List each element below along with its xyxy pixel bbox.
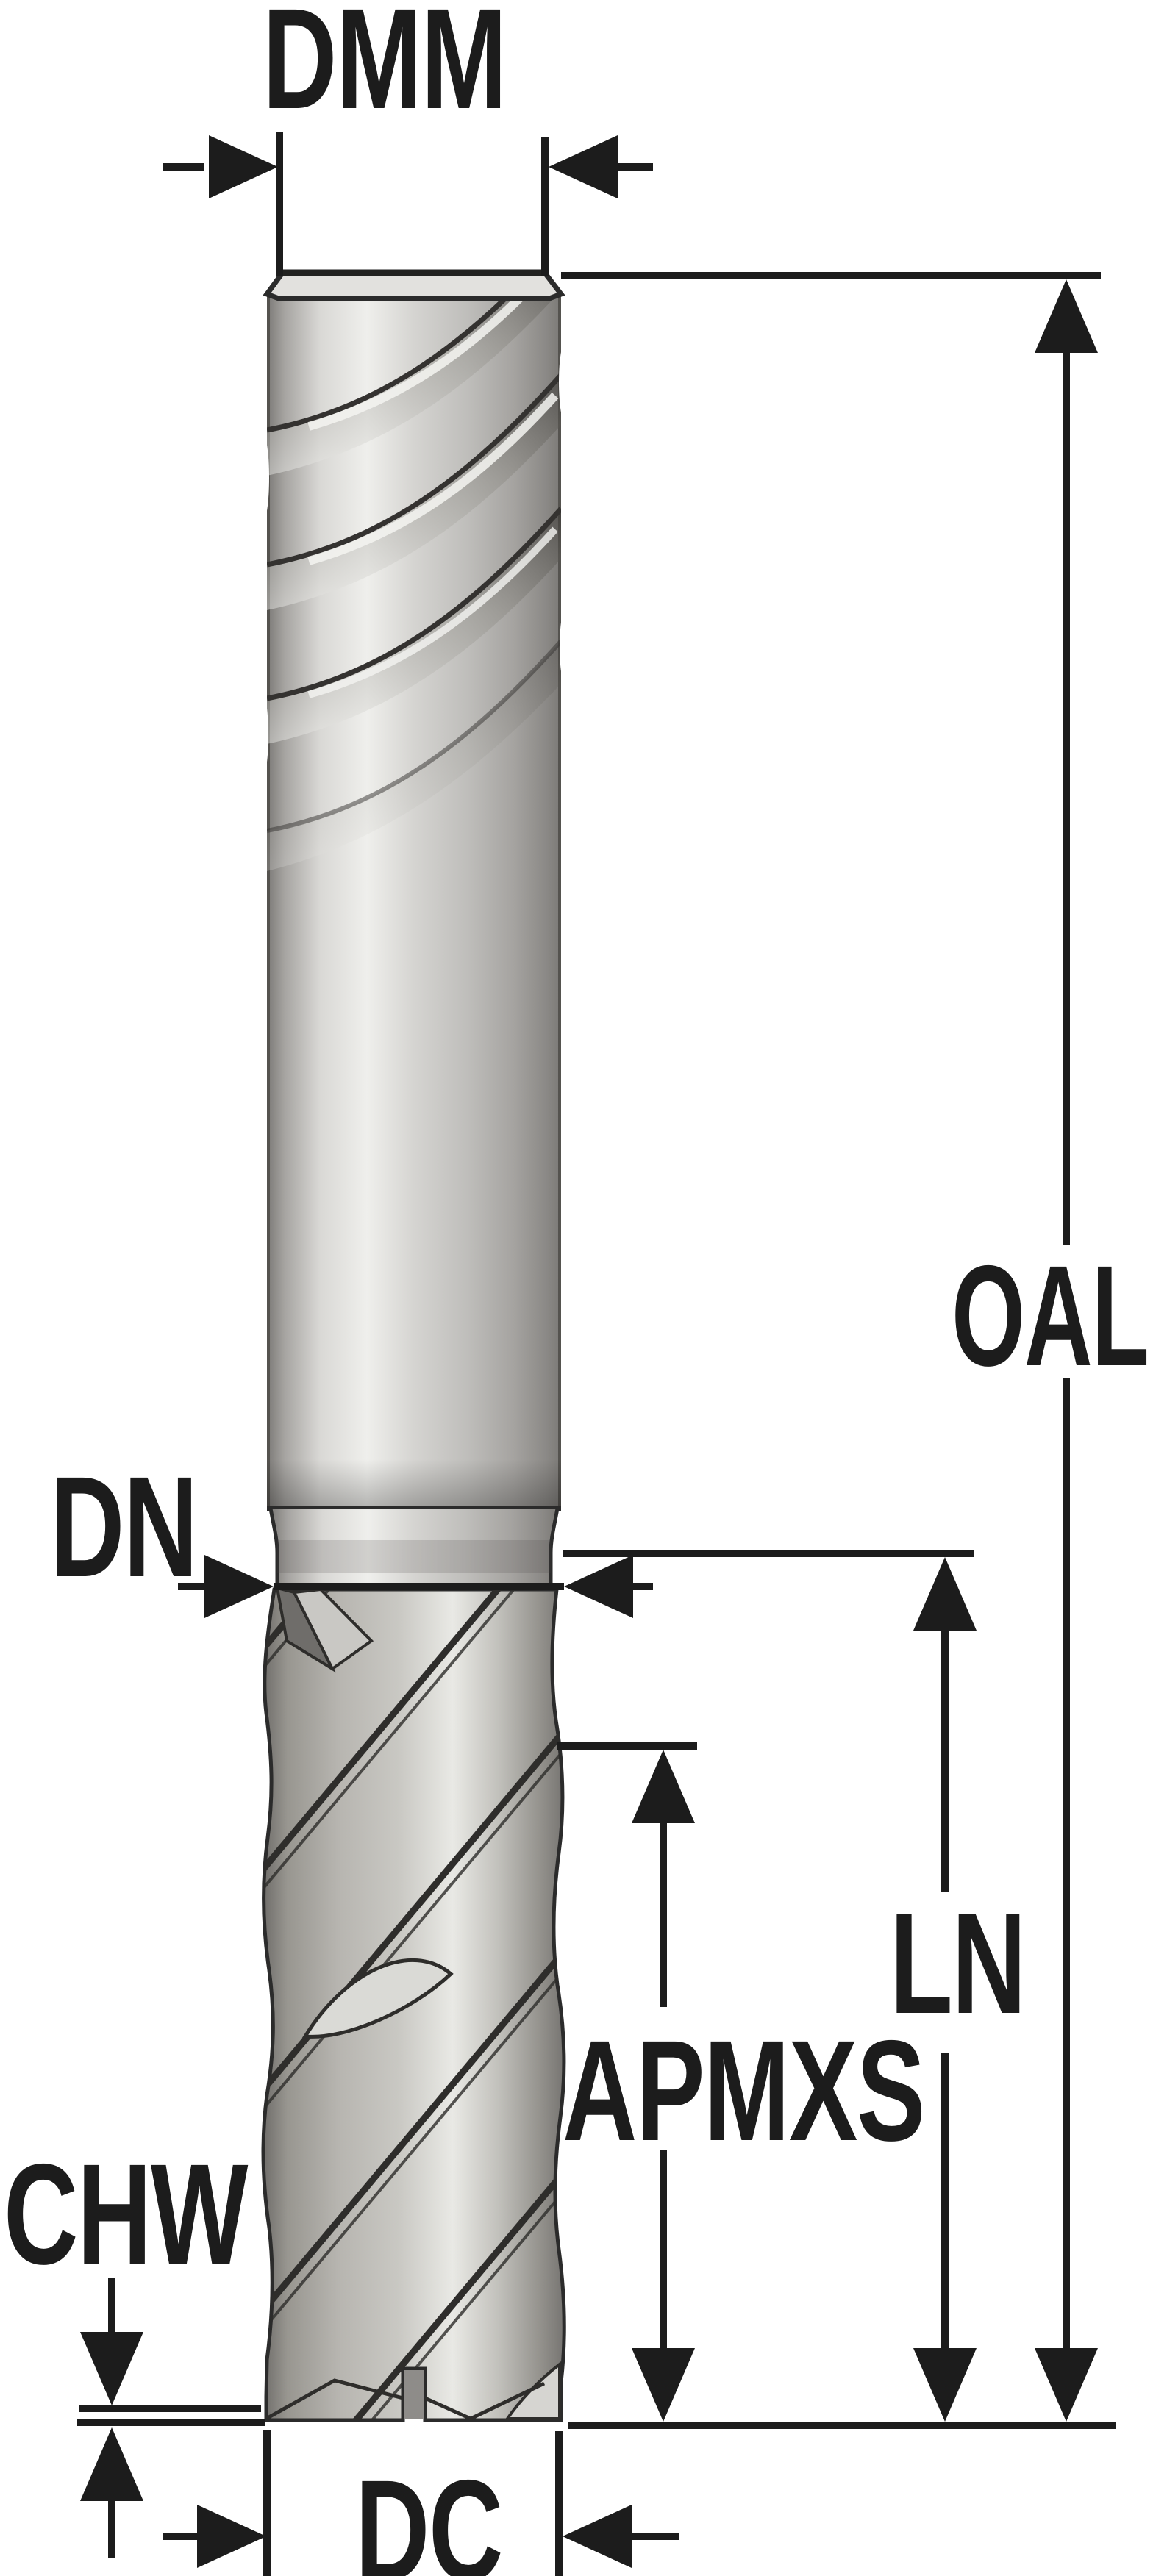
ln-bottom-arrowhead xyxy=(913,2348,977,2422)
label-apmxs: APMXS xyxy=(563,2011,926,2171)
chw-down-arrowhead xyxy=(80,2332,143,2405)
dmm-right-tick xyxy=(541,137,549,276)
apmxs-bottom-arrowhead xyxy=(632,2348,695,2422)
chw-down-arrow-tail xyxy=(108,2278,115,2345)
dc-left-arrowhead xyxy=(197,2505,266,2568)
ln-top-extension-line xyxy=(563,1550,974,1557)
bottom-notch xyxy=(404,2370,424,2419)
ln-line-lower xyxy=(941,2053,949,2348)
dn-left-arrowhead xyxy=(204,1555,274,1618)
dmm-left-tick xyxy=(276,132,283,276)
dn-dimension-line xyxy=(274,1583,564,1590)
shank-spiral-flats xyxy=(267,293,561,871)
dmm-left-arrow-tail xyxy=(163,163,204,171)
flute-helix-lines xyxy=(263,1589,565,2420)
label-oal: OAL xyxy=(952,1236,1149,1396)
bottom-extension-line xyxy=(568,2422,1116,2429)
label-dn: DN xyxy=(50,1447,198,1607)
apmxs-top-extension-line xyxy=(557,1742,697,1750)
tool-neck xyxy=(271,1509,557,1589)
oal-top-extension-line xyxy=(561,272,1101,279)
dc-right-tick xyxy=(555,2431,563,2576)
dn-left-arrow-tail xyxy=(178,1583,204,1590)
apmxs-top-arrowhead xyxy=(632,1750,695,1823)
dmm-right-arrow-tail xyxy=(618,163,653,171)
ln-line-upper xyxy=(941,1627,949,1892)
oal-top-arrowhead xyxy=(1035,279,1098,353)
dmm-right-arrowhead xyxy=(549,135,618,198)
dc-left-arrow-tail xyxy=(163,2533,199,2540)
dn-right-arrowhead xyxy=(564,1555,633,1618)
label-dc: DC xyxy=(355,2450,503,2576)
chw-up-arrowhead xyxy=(80,2427,143,2501)
label-dmm: DMM xyxy=(263,0,507,139)
dc-left-tick xyxy=(263,2430,271,2576)
chw-lower-line xyxy=(77,2419,265,2426)
oal-line-lower xyxy=(1063,1378,1070,2356)
oal-bottom-arrowhead xyxy=(1035,2348,1098,2422)
flute-highlight xyxy=(301,1958,454,2039)
apmxs-line-upper xyxy=(660,1820,667,2007)
dc-right-arrowhead xyxy=(563,2505,632,2568)
label-ln: LN xyxy=(890,1883,1027,2044)
dmm-left-arrowhead xyxy=(209,135,278,198)
oal-line-upper xyxy=(1063,349,1070,1245)
tool-shank xyxy=(267,293,561,1509)
apmxs-line-lower xyxy=(660,2150,667,2349)
dn-right-arrow-tail xyxy=(633,1583,653,1590)
chw-up-arrow-tail xyxy=(108,2498,115,2558)
label-chw: CHW xyxy=(4,2134,248,2294)
dc-right-arrow-tail xyxy=(632,2533,679,2540)
ln-top-arrowhead xyxy=(913,1557,977,1631)
chw-upper-line xyxy=(79,2405,261,2412)
